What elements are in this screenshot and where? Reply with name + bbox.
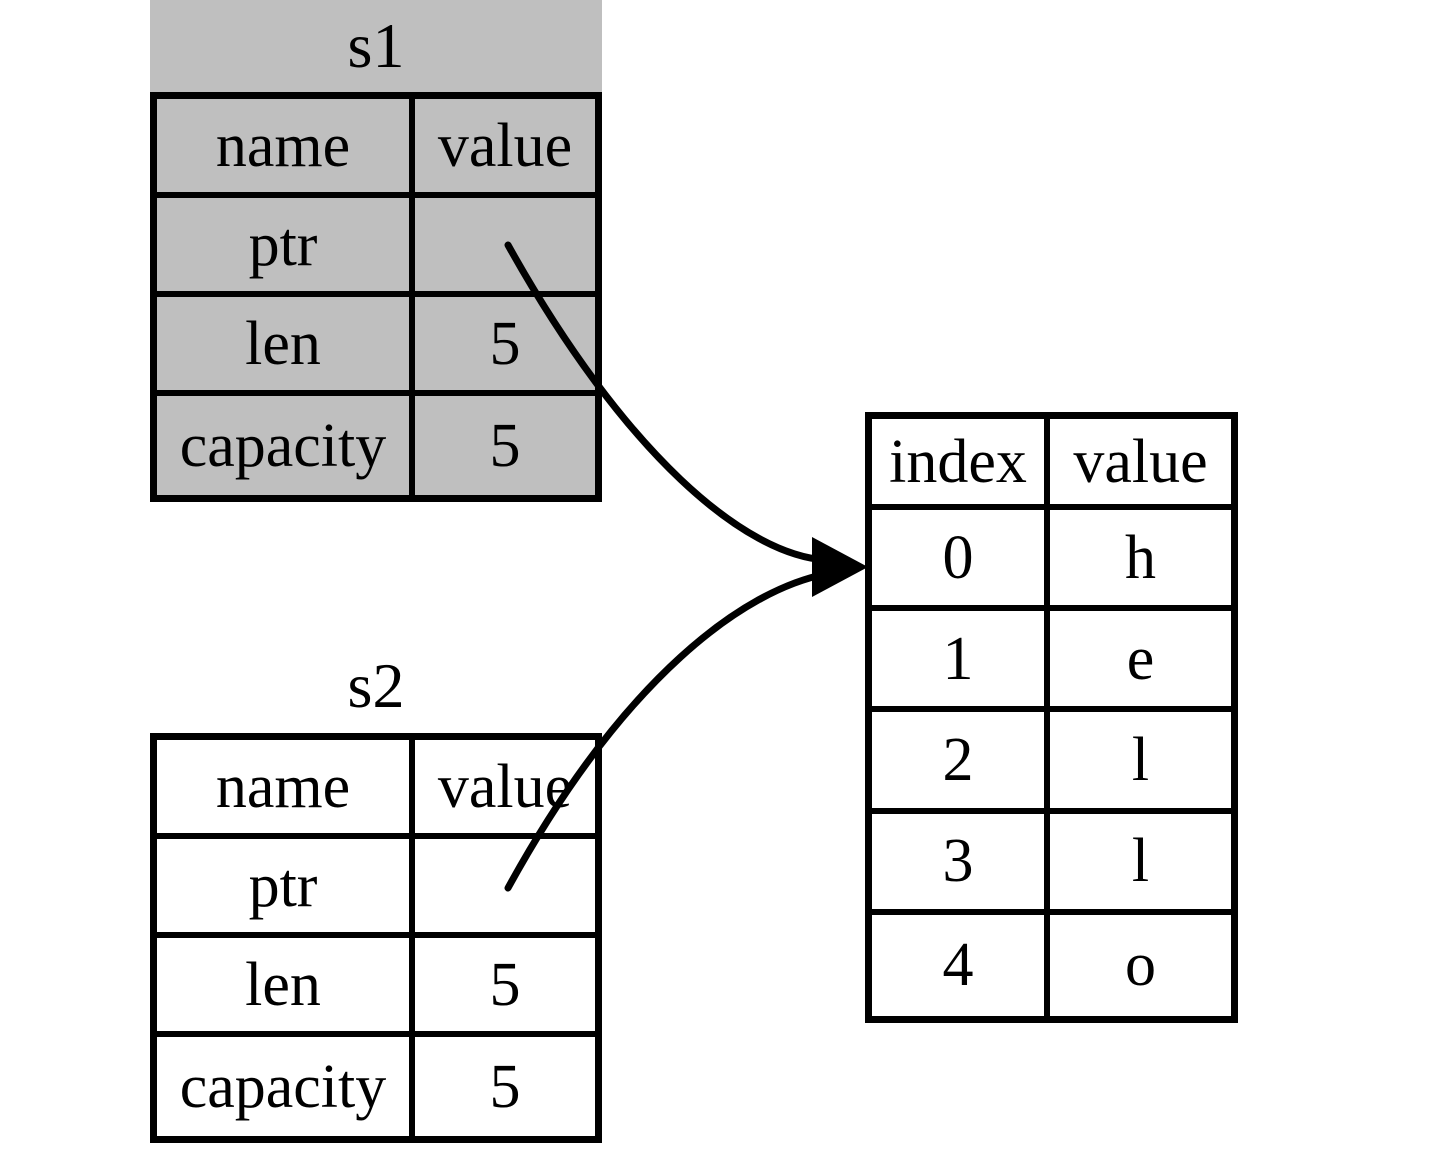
heap-cell-value-3: l [1050, 814, 1231, 915]
s2-cell-len-label: len [157, 938, 415, 1037]
s1-cell-capacity-value: 5 [489, 411, 521, 480]
s2-cell-ptr-value [415, 839, 595, 938]
heap-header-value: value [1050, 419, 1231, 510]
s2-struct-table: name value ptr len 5 capacity 5 [150, 733, 602, 1143]
heap-cell-index-2: 2 [872, 712, 1050, 814]
heap-cell-index-0: 0 [872, 510, 1050, 612]
heap-cell-index-4: 4 [872, 914, 1050, 1016]
s1-title-banner: s1 [150, 0, 602, 92]
heap-string-table: index value 0 h 1 e 2 l 3 l 4 o [865, 412, 1238, 1023]
heap-cell-index-3: 3 [872, 813, 1050, 915]
heap-cell-value-1: e [1050, 611, 1231, 713]
heap-cell-value-2: l [1050, 712, 1231, 814]
s1-cell-ptr-value [415, 198, 595, 297]
s2-cell-capacity-label: capacity [157, 1037, 415, 1136]
s2-cell-len-value: 5 [415, 938, 595, 1037]
s1-cell-len-value: 5 [415, 297, 595, 396]
s1-title: s1 [347, 10, 405, 81]
heap-cell-value-0: h [1050, 510, 1231, 612]
s2-cell-ptr-label: ptr [157, 839, 415, 938]
s1-header-name: name [157, 99, 415, 198]
heap-cell-value-4: o [1125, 931, 1156, 1000]
s2-header-value: value [415, 740, 595, 839]
heap-cell-index-1: 1 [872, 611, 1050, 713]
s1-cell-len-label: len [157, 297, 415, 396]
shared-arrowhead-icon [812, 537, 868, 597]
s2-title-text: s2 [347, 650, 405, 721]
s1-cell-capacity-label: capacity [157, 396, 415, 495]
s1-struct-table: name value ptr len 5 capacity 5 [150, 92, 602, 502]
s2-title: s2 [150, 645, 602, 727]
heap-header-index: index [872, 419, 1050, 510]
s1-header-value: value [415, 99, 595, 198]
s1-cell-ptr-label: ptr [157, 198, 415, 297]
s2-cell-capacity-value: 5 [489, 1052, 521, 1121]
s2-header-name: name [157, 740, 415, 839]
